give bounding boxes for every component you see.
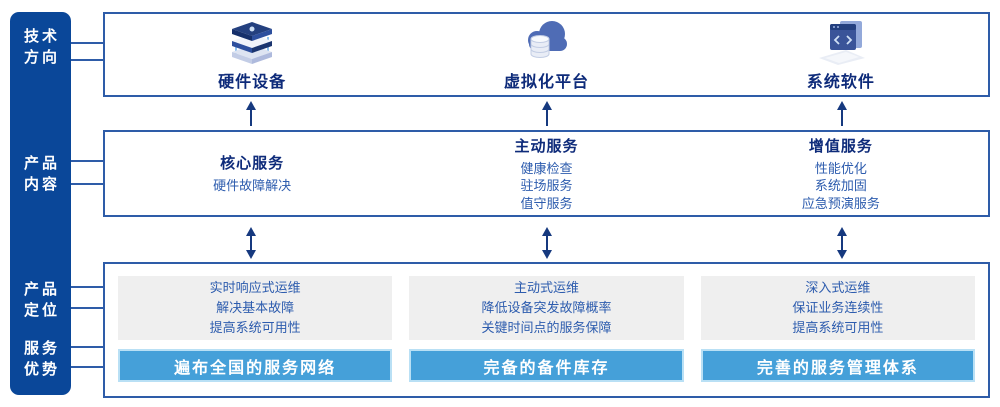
connector-line xyxy=(71,346,104,348)
up-arrow-icon xyxy=(103,101,399,127)
double-arrow-icon xyxy=(103,227,399,259)
connector-line xyxy=(71,160,104,162)
positioning-line: 降低设备突发故障概率 xyxy=(481,300,612,315)
service-column-core: 核心服务 硬件故障解决 xyxy=(105,132,399,215)
sidebar-label-product-content: 产品 内容 xyxy=(10,153,71,195)
connector-line xyxy=(71,183,104,185)
up-arrow-icon xyxy=(399,101,695,127)
tech-item-label: 系统软件 xyxy=(806,74,875,91)
product-positioning-row: 实时响应式运维 解决基本故障 提高系统可用性 遍布全国的服务网络 主动式运维 降… xyxy=(103,262,990,398)
arrow-row-double xyxy=(103,227,990,259)
category-sidebar: 技术 方向 产品 内容 产品 定位 服务 优势 xyxy=(10,12,71,395)
service-column-title: 主动服务 xyxy=(514,137,579,155)
service-item: 健康检查 xyxy=(520,160,573,176)
up-arrow-icon xyxy=(694,101,990,127)
sidebar-label-line: 技术 xyxy=(23,28,60,45)
sidebar-label-line: 产品 xyxy=(23,281,60,298)
positioning-line: 提高系统可用性 xyxy=(209,320,301,335)
positioning-description-box: 实时响应式运维 解决基本故障 提高系统可用性 xyxy=(118,276,393,340)
connector-line xyxy=(71,307,104,309)
positioning-line: 提高系统可用性 xyxy=(792,320,884,335)
tech-item-label: 虚拟化平台 xyxy=(503,74,589,91)
tech-item-label: 硬件设备 xyxy=(218,74,287,91)
service-column-items: 健康检查 驻场服务 值守服务 xyxy=(520,160,572,213)
service-item: 硬件故障解决 xyxy=(213,178,292,194)
sidebar-label-service-advantage: 服务 优势 xyxy=(10,338,71,380)
sidebar-label-line: 内容 xyxy=(23,176,60,193)
positioning-column-deep: 深入式运维 保证业务连续性 提高系统可用性 完善的服务管理体系 xyxy=(700,276,975,384)
sidebar-label-line: 优势 xyxy=(23,361,60,378)
sidebar-label-line: 定位 xyxy=(23,302,60,319)
positioning-line: 关键时间点的服务保障 xyxy=(481,320,612,335)
positioning-description-box: 深入式运维 保证业务连续性 提高系统可用性 xyxy=(700,276,975,340)
connector-line xyxy=(71,366,104,368)
sidebar-label-product-positioning: 产品 定位 xyxy=(10,279,71,321)
positioning-description-box: 主动式运维 降低设备突发故障概率 关键时间点的服务保障 xyxy=(409,276,684,340)
positioning-column-realtime: 实时响应式运维 解决基本故障 提高系统可用性 遍布全国的服务网络 xyxy=(118,276,393,384)
double-arrow-icon xyxy=(694,227,990,259)
positioning-column-proactive: 主动式运维 降低设备突发故障概率 关键时间点的服务保障 完备的备件库存 xyxy=(409,276,684,384)
sidebar-label-tech-direction: 技术 方向 xyxy=(10,26,71,68)
server-stack-icon xyxy=(224,17,280,65)
advantage-bar: 完备的备件库存 xyxy=(409,349,684,382)
arrow-row-up xyxy=(103,101,990,127)
service-item: 值守服务 xyxy=(520,195,573,211)
service-column-items: 硬件故障解决 xyxy=(213,177,291,195)
service-item: 应急预演服务 xyxy=(801,195,880,211)
positioning-line: 保证业务连续性 xyxy=(792,300,884,315)
sidebar-label-line: 产品 xyxy=(23,155,60,172)
tech-item-hardware: 硬件设备 xyxy=(105,14,399,95)
positioning-line: 主动式运维 xyxy=(513,280,579,295)
positioning-line: 深入式运维 xyxy=(805,280,871,295)
tech-item-virtualization: 虚拟化平台 xyxy=(399,14,693,95)
service-column-title: 核心服务 xyxy=(220,155,285,173)
sidebar-label-line: 方向 xyxy=(23,49,60,66)
tech-item-system-software: 系统软件 xyxy=(694,14,988,95)
service-item: 系统加固 xyxy=(814,178,867,194)
connector-line xyxy=(71,42,104,44)
sidebar-label-line: 服务 xyxy=(23,340,60,357)
product-content-row: 核心服务 硬件故障解决 主动服务 健康检查 驻场服务 值守服务 增值服务 性能优… xyxy=(103,130,990,217)
positioning-line: 解决基本故障 xyxy=(216,300,295,315)
service-item: 驻场服务 xyxy=(520,178,573,194)
cloud-database-icon xyxy=(518,17,574,65)
advantage-bar: 遍布全国的服务网络 xyxy=(118,349,393,382)
code-window-icon xyxy=(813,17,869,65)
service-item: 性能优化 xyxy=(814,160,867,176)
connector-line xyxy=(71,59,104,61)
tech-direction-row: 硬件设备 虚拟化平台 xyxy=(103,12,990,97)
service-column-title: 增值服务 xyxy=(808,137,873,155)
positioning-line: 实时响应式运维 xyxy=(209,280,301,295)
service-column-items: 性能优化 系统加固 应急预演服务 xyxy=(802,160,880,213)
service-column-proactive: 主动服务 健康检查 驻场服务 值守服务 xyxy=(399,132,693,215)
service-column-value-added: 增值服务 性能优化 系统加固 应急预演服务 xyxy=(694,132,988,215)
connector-line xyxy=(71,286,104,288)
double-arrow-icon xyxy=(399,227,695,259)
advantage-bar: 完善的服务管理体系 xyxy=(700,349,975,382)
